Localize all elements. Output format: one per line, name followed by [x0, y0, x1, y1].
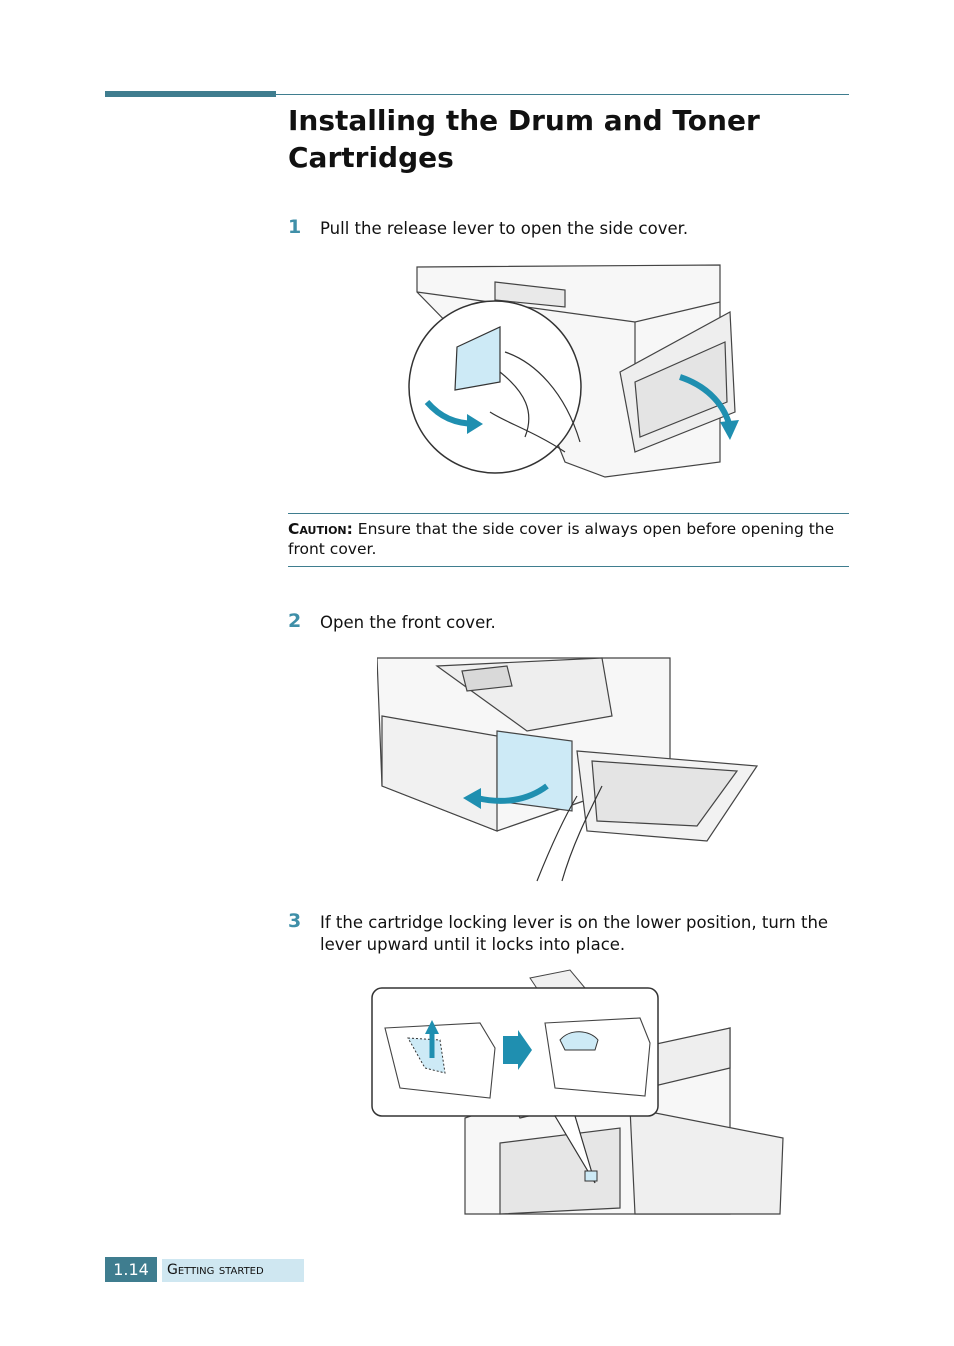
step-text: If the cartridge locking lever is on the…	[320, 913, 829, 954]
locking-lever-illustration	[371, 969, 784, 1215]
hand-drawing	[536, 785, 603, 882]
caution-text: Ensure that the side cover is always ope…	[288, 520, 835, 558]
page-number: 1.14	[105, 1257, 157, 1282]
caution-box: Caution: Ensure that the side cover is a…	[288, 513, 849, 567]
section-label: Getting started	[162, 1259, 304, 1282]
zoom-circle	[408, 300, 582, 474]
header-rule-thin	[276, 94, 849, 95]
step-text: Open the front cover.	[320, 613, 496, 632]
page-title: Installing the Drum and Toner Cartridges	[288, 104, 760, 174]
caution-label: Caution:	[288, 520, 353, 538]
step-text: Pull the release lever to open the side …	[320, 219, 689, 238]
step-number: 3	[288, 910, 302, 932]
header-rule-thick	[105, 91, 276, 97]
right-arrow	[503, 1030, 532, 1070]
hand-drawing	[489, 351, 581, 453]
side-cover-illustration	[408, 264, 739, 478]
front-cover-panel	[496, 730, 573, 812]
front-cover-illustration	[377, 657, 759, 882]
step-number: 2	[288, 610, 302, 632]
lever-upper-position	[559, 1031, 599, 1051]
release-lever	[454, 326, 501, 391]
lever-lower-position	[407, 1037, 446, 1074]
step-number: 1	[288, 216, 302, 238]
open-arrow	[476, 783, 549, 804]
